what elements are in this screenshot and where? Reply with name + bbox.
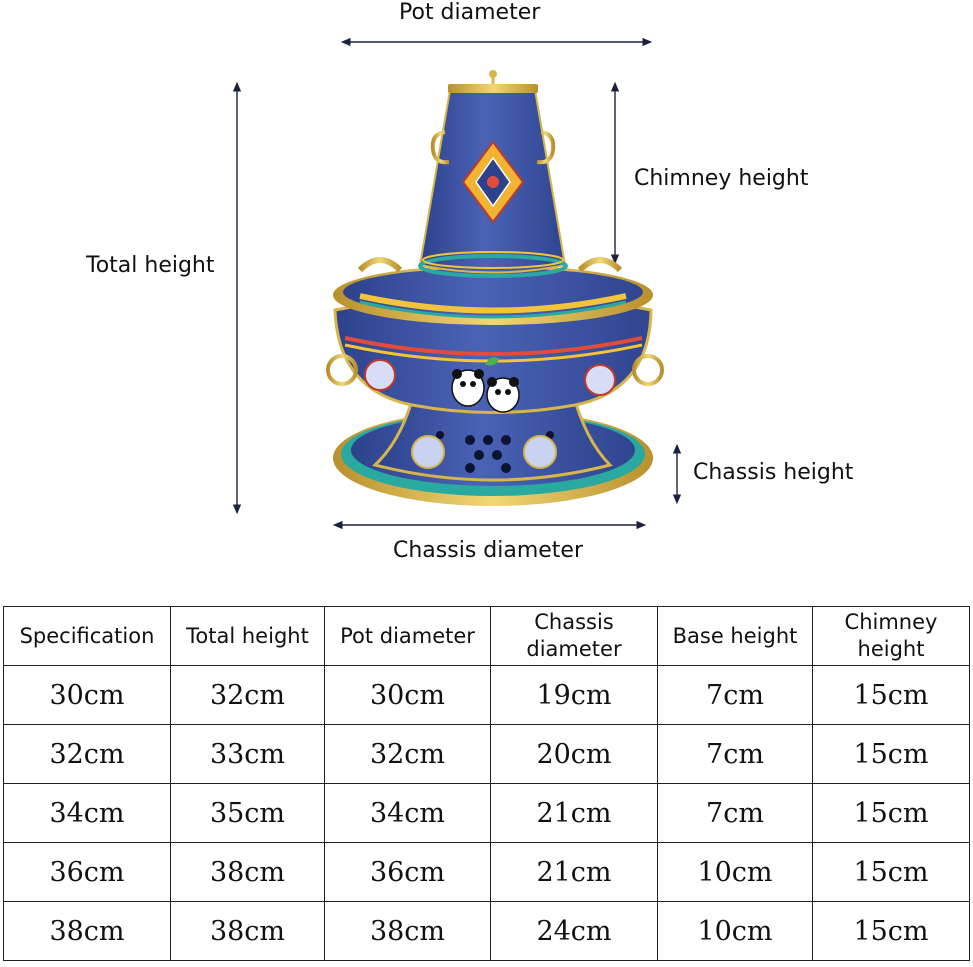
- table-row: 30cm 32cm 30cm 19cm 7cm 15cm: [3, 665, 970, 725]
- table-cell: 32cm: [324, 724, 491, 784]
- table-cell: 15cm: [812, 724, 970, 784]
- table-cell: 32cm: [170, 665, 325, 725]
- table-cell: 10cm: [657, 842, 813, 902]
- table-cell: 33cm: [170, 724, 325, 784]
- table-row: 34cm 35cm 34cm 21cm 7cm 15cm: [3, 783, 970, 843]
- table-cell: 38cm: [170, 901, 325, 961]
- table-cell: 7cm: [657, 724, 813, 784]
- table-cell: 34cm: [324, 783, 491, 843]
- table-cell: 20cm: [490, 724, 658, 784]
- table-cell: 34cm: [3, 783, 171, 843]
- table-cell: 21cm: [490, 783, 658, 843]
- table-row: 32cm 33cm 32cm 20cm 7cm 15cm: [3, 724, 970, 784]
- table-cell: 38cm: [170, 842, 325, 902]
- table-header-row: Specification Total height Pot diameter …: [3, 606, 970, 666]
- total-height-label: Total height: [86, 253, 215, 278]
- table-cell: 15cm: [812, 783, 970, 843]
- hot-pot-illustration: [326, 70, 664, 506]
- dimension-arrows: [232, 37, 682, 530]
- table-cell: 36cm: [3, 842, 171, 902]
- table-cell: 10cm: [657, 901, 813, 961]
- chassis-height-label: Chassis height: [693, 460, 854, 485]
- header-cell: Total height: [170, 606, 325, 666]
- table-cell: 38cm: [3, 901, 171, 961]
- header-cell: Pot diameter: [324, 606, 491, 666]
- header-cell: Chimney height: [812, 606, 970, 666]
- table-cell: 32cm: [3, 724, 171, 784]
- table-cell: 15cm: [812, 901, 970, 961]
- table-cell: 15cm: [812, 842, 970, 902]
- table-cell: 7cm: [657, 665, 813, 725]
- header-cell: Chassis diameter: [490, 606, 658, 666]
- specification-table: Specification Total height Pot diameter …: [3, 606, 970, 961]
- table-row: 38cm 38cm 38cm 24cm 10cm 15cm: [3, 901, 970, 961]
- table-cell: 24cm: [490, 901, 658, 961]
- table-row: 36cm 38cm 36cm 21cm 10cm 15cm: [3, 842, 970, 902]
- chimney-height-label: Chimney height: [634, 166, 809, 191]
- table-cell: 30cm: [3, 665, 171, 725]
- chassis-diameter-label: Chassis diameter: [393, 538, 584, 563]
- pot-diameter-label: Pot diameter: [399, 0, 541, 25]
- table-cell: 21cm: [490, 842, 658, 902]
- table-cell: 30cm: [324, 665, 491, 725]
- table-cell: 38cm: [324, 901, 491, 961]
- table-cell: 15cm: [812, 665, 970, 725]
- table-cell: 19cm: [490, 665, 658, 725]
- header-cell: Specification: [3, 606, 171, 666]
- header-cell: Base height: [657, 606, 813, 666]
- table-cell: 36cm: [324, 842, 491, 902]
- table-cell: 7cm: [657, 783, 813, 843]
- table-cell: 35cm: [170, 783, 325, 843]
